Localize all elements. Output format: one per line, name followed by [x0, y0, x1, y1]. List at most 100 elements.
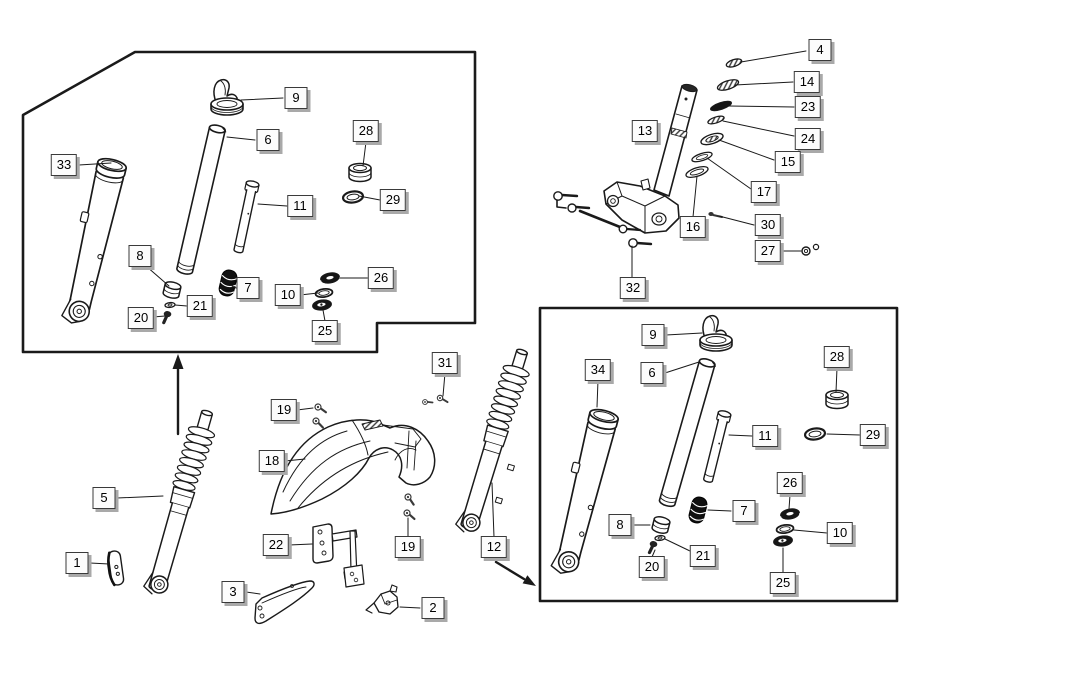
leader-line [358, 195, 381, 201]
leader-line [145, 265, 170, 287]
part-label-24[interactable]: 24 [794, 128, 822, 150]
part-label-13[interactable]: 13 [631, 120, 659, 142]
leader-line [231, 285, 237, 289]
part-14-art [716, 79, 740, 91]
part-17-art [691, 151, 713, 163]
right-fork-group-box [538, 306, 899, 603]
part-27-art [801, 243, 820, 256]
part-label-6-left[interactable]: 6 [256, 129, 280, 151]
leader-line [826, 433, 861, 436]
part-label-8-left[interactable]: 8 [128, 245, 152, 267]
part-label-22[interactable]: 22 [262, 534, 290, 556]
part-23-art [709, 100, 733, 112]
leader-line [299, 292, 319, 296]
leader-line [596, 379, 599, 408]
part-label-11-right[interactable]: 11 [752, 425, 778, 447]
leader-line [288, 543, 313, 546]
part-label-15[interactable]: 15 [774, 151, 802, 173]
leader-line [728, 105, 795, 108]
part-label-26-right[interactable]: 26 [776, 472, 804, 494]
part-label-33[interactable]: 33 [50, 154, 78, 176]
part-label-8-right[interactable]: 8 [608, 514, 632, 536]
part-3-art [254, 580, 315, 625]
part-label-25-right[interactable]: 25 [769, 572, 797, 594]
part-label-14[interactable]: 14 [793, 71, 821, 93]
leader-line [296, 407, 314, 411]
arrow-shaft [494, 560, 526, 581]
part-label-19-a[interactable]: 19 [270, 399, 298, 421]
part-label-17[interactable]: 17 [750, 181, 778, 203]
leader-line [152, 315, 166, 318]
left-fork-group-box [21, 50, 477, 354]
part-16-art [685, 166, 709, 178]
part-label-6-right[interactable]: 6 [640, 362, 664, 384]
leader-line [728, 434, 753, 437]
part-label-32[interactable]: 32 [619, 277, 647, 299]
part-label-16[interactable]: 16 [679, 216, 707, 238]
part-15-art [700, 132, 724, 146]
leader-line [718, 215, 755, 226]
part-label-4[interactable]: 4 [808, 39, 832, 61]
part-label-28-right[interactable]: 28 [823, 346, 851, 368]
leader-line [78, 162, 112, 166]
part-24-art [707, 115, 725, 125]
direction-arrows [172, 354, 536, 586]
part-22-art [312, 523, 365, 588]
leader-line [226, 136, 256, 141]
part-label-29-left[interactable]: 29 [379, 189, 407, 211]
part-label-21-left[interactable]: 21 [186, 295, 214, 317]
part-label-28-left[interactable]: 28 [352, 120, 380, 142]
part-label-34[interactable]: 34 [584, 359, 612, 381]
part-label-21-right[interactable]: 21 [689, 545, 717, 567]
leader-line [835, 367, 838, 393]
leader-line [442, 372, 446, 397]
part-label-23[interactable]: 23 [794, 96, 822, 118]
leader-line [116, 495, 164, 499]
leader-line [174, 304, 188, 307]
part-label-7-left[interactable]: 7 [236, 277, 260, 299]
part-13-art [603, 83, 698, 234]
part-label-10-left[interactable]: 10 [274, 284, 302, 306]
part-label-10-right[interactable]: 10 [826, 522, 854, 544]
leader-line [722, 120, 795, 137]
part-label-20-left[interactable]: 20 [127, 307, 155, 329]
leader-line [257, 203, 288, 207]
part-label-3[interactable]: 3 [221, 581, 245, 603]
part-label-29-right[interactable]: 29 [859, 424, 887, 446]
part-12-art [453, 345, 537, 538]
part-label-26-left[interactable]: 26 [367, 267, 395, 289]
leader-line [399, 606, 421, 609]
leader-line [240, 97, 284, 101]
part-32-art [553, 191, 653, 248]
part-label-18[interactable]: 18 [258, 450, 286, 472]
part-label-19-b[interactable]: 19 [394, 536, 422, 558]
leader-line [706, 157, 752, 190]
part-label-12[interactable]: 12 [480, 536, 508, 558]
part-label-2[interactable]: 2 [421, 597, 445, 619]
leader-line [284, 458, 306, 462]
part-label-11-left[interactable]: 11 [287, 195, 313, 217]
part-label-5[interactable]: 5 [92, 487, 116, 509]
part-1-art [107, 550, 125, 587]
part-label-27[interactable]: 27 [754, 240, 782, 262]
leader-line [664, 538, 691, 552]
leader-line [491, 482, 495, 538]
part-label-1[interactable]: 1 [65, 552, 89, 574]
part-label-31[interactable]: 31 [431, 352, 459, 374]
leader-line [788, 494, 791, 510]
part-4-art [725, 58, 743, 68]
part-label-9-left[interactable]: 9 [284, 87, 308, 109]
part-2-art [365, 584, 399, 615]
leader-lines [78, 50, 861, 609]
leader-line [245, 591, 261, 595]
part-18-art [270, 419, 436, 515]
part-label-25-left[interactable]: 25 [311, 320, 339, 342]
part-label-30[interactable]: 30 [754, 214, 782, 236]
part-label-7-right[interactable]: 7 [732, 500, 756, 522]
part-label-20-right[interactable]: 20 [638, 556, 666, 578]
leader-line [692, 175, 698, 218]
part-label-9-right[interactable]: 9 [641, 324, 665, 346]
